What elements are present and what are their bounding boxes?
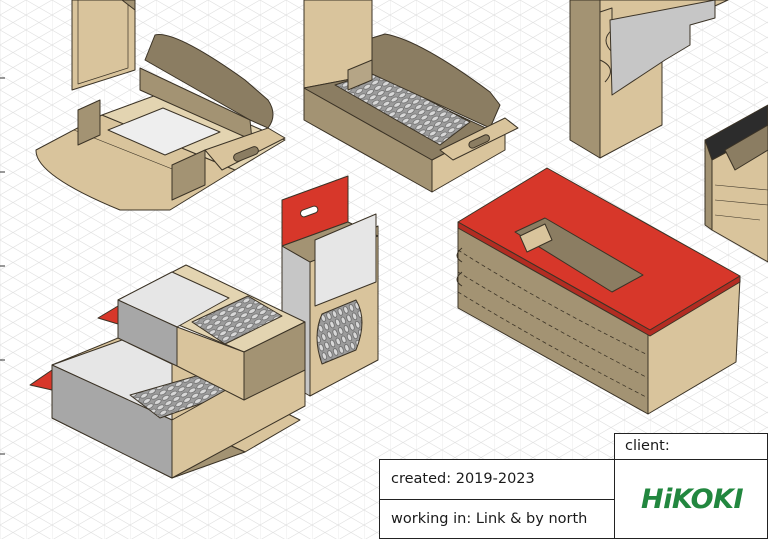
client-logo-text: HiKOKI (641, 484, 743, 514)
title-block-created-cell: created: 2019-2023 (379, 459, 615, 500)
created-label: created: 2019-2023 (391, 471, 535, 487)
title-block-client-logo-cell: HiKOKI (614, 459, 768, 539)
open-screw-carton (303, 0, 519, 193)
frame-ticks (0, 77, 5, 455)
title-block-working-cell: working in: Link & by north (379, 499, 615, 539)
red-lid-dispenser-box (456, 167, 741, 415)
open-window-tray-box (35, 0, 286, 211)
hikoki-logo: HiKOKI (629, 480, 755, 515)
hikoki-logo-mark: HiKOKI (641, 484, 744, 515)
stacked-screw-boxes (29, 264, 306, 479)
title-block-client-header: client: (614, 433, 768, 460)
client-label: client: (625, 438, 670, 454)
tall-window-carton (569, 0, 729, 159)
partial-carton-right-edge (704, 104, 768, 263)
working-in-label: working in: Link & by north (391, 511, 588, 527)
